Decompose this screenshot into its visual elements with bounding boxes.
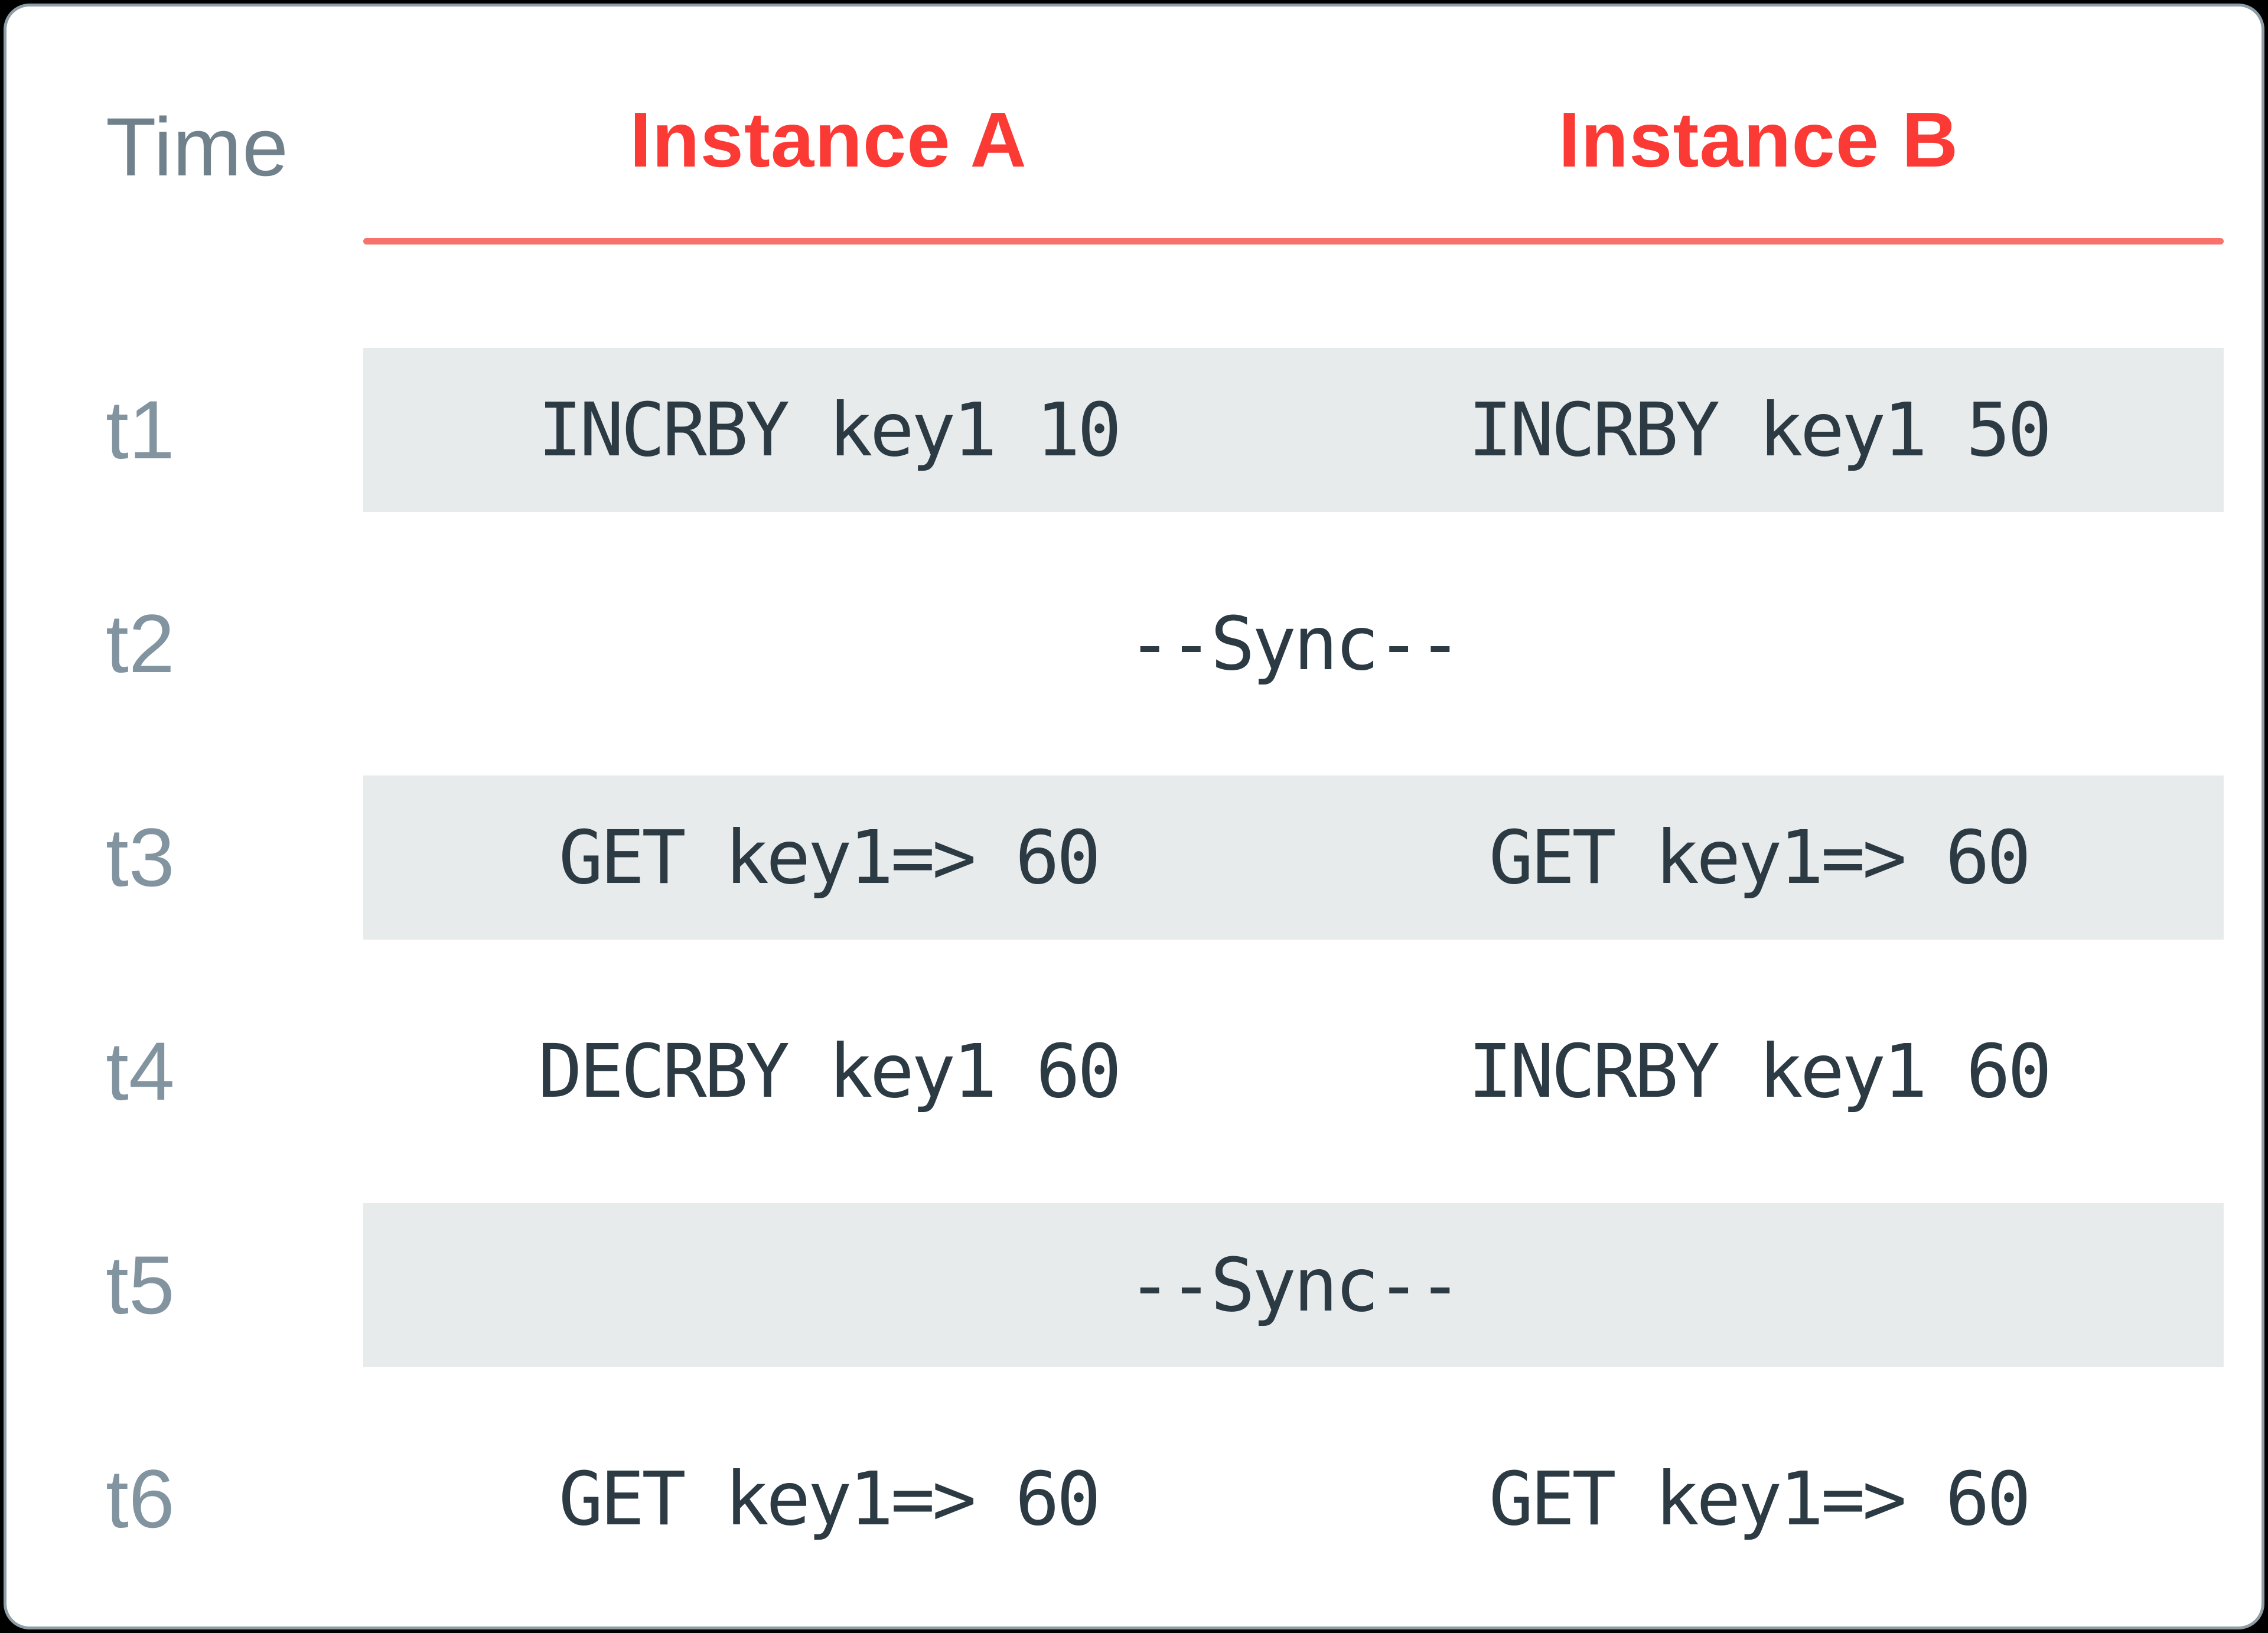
table-row: t3 GET key1=> 60 GET key1=> 60 [6, 751, 2262, 964]
table-row: t5 --Sync-- [6, 1178, 2262, 1392]
row-band: DECRBY key1 60 INCRBY key1 60 [363, 989, 2224, 1153]
row-band: GET key1=> 60 GET key1=> 60 [363, 775, 2224, 940]
instance-b-command: INCRBY key1 50 [1468, 387, 2052, 473]
table-row: t2 --Sync-- [6, 537, 2262, 751]
time-label-t6: t6 [106, 1452, 175, 1545]
instance-a-command: INCRBY key1 10 [537, 387, 1122, 473]
time-label-t4: t4 [106, 1025, 175, 1117]
time-label-t5: t5 [106, 1238, 175, 1331]
time-label-t1: t1 [106, 383, 175, 476]
instance-b-header: Instance B [1558, 96, 1959, 183]
sync-marker: --Sync-- [1127, 601, 1462, 687]
instance-b-command: GET key1=> 60 [1488, 814, 2031, 901]
timeline-table-card: Time Instance A Instance B t1 INCRBY key… [4, 4, 2264, 1629]
header-divider-line [363, 238, 2224, 245]
instance-column-headers: Instance A Instance B [363, 101, 2224, 179]
table-row: t4 DECRBY key1 60 INCRBY key1 60 [6, 964, 2262, 1178]
row-band: GET key1=> 60 GET key1=> 60 [363, 1417, 2224, 1581]
row-band: INCRBY key1 10 INCRBY key1 50 [363, 348, 2224, 512]
instance-a-command: GET key1=> 60 [558, 814, 1101, 901]
instance-a-header: Instance A [630, 96, 1027, 183]
table-row: t6 GET key1=> 60 GET key1=> 60 [6, 1392, 2262, 1606]
table-row: t1 INCRBY key1 10 INCRBY key1 50 [6, 323, 2262, 537]
timeline-rows: t1 INCRBY key1 10 INCRBY key1 50 t2 --Sy… [6, 323, 2262, 1606]
instance-a-command: DECRBY key1 60 [537, 1028, 1122, 1114]
instance-b-command: INCRBY key1 60 [1468, 1028, 2052, 1114]
row-band: --Sync-- [363, 1203, 2224, 1367]
time-column-header: Time [106, 100, 289, 193]
instance-b-command: GET key1=> 60 [1488, 1456, 2031, 1542]
time-label-t2: t2 [106, 597, 175, 690]
time-label-t3: t3 [106, 811, 175, 904]
row-band: --Sync-- [363, 562, 2224, 726]
instance-a-command: GET key1=> 60 [558, 1456, 1101, 1542]
sync-marker: --Sync-- [1127, 1242, 1462, 1328]
